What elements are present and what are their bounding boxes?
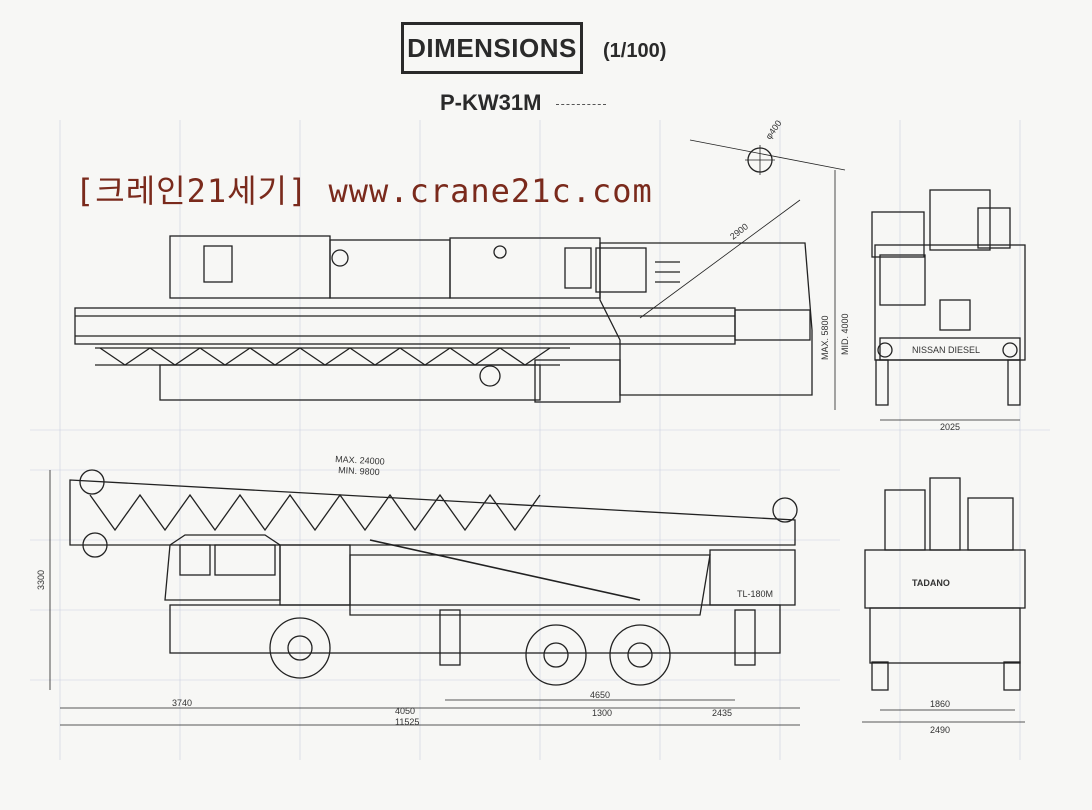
mid-height-label: MID. 4000 bbox=[840, 313, 850, 355]
page-title: DIMENSIONS bbox=[407, 32, 577, 63]
top-engine-deck bbox=[329, 239, 451, 299]
top-cab-window bbox=[203, 245, 233, 283]
side-front-wheel bbox=[269, 617, 331, 679]
front-headlight-left bbox=[877, 342, 893, 358]
top-carrier-deck bbox=[449, 237, 601, 299]
top-cab-outline bbox=[169, 235, 331, 299]
top-rear-body bbox=[534, 359, 621, 403]
front-track-label: 2025 bbox=[940, 422, 960, 432]
top-hatch-2 bbox=[595, 247, 647, 293]
front-wheel-left bbox=[875, 359, 889, 406]
side-outrigger-rear bbox=[734, 609, 756, 666]
side-jib-lattice bbox=[89, 493, 541, 532]
model-label: P-KW31M bbox=[440, 90, 542, 115]
front-mast bbox=[929, 189, 991, 251]
wheelbase-label: 4050 bbox=[395, 706, 415, 716]
boom-min-label: MIN. 9800 bbox=[338, 465, 380, 477]
watermark-text: [크레인21세기] www.crane21c.com bbox=[75, 172, 653, 210]
side-boom-pivot bbox=[772, 497, 798, 523]
side-view bbox=[49, 469, 800, 726]
scale-label: (1/100) bbox=[603, 40, 667, 62]
top-hatch bbox=[564, 247, 592, 289]
front-view bbox=[871, 189, 1026, 421]
front-overhang-label: 3740 bbox=[172, 698, 192, 708]
side-engine-housing bbox=[279, 544, 351, 606]
top-superstructure bbox=[599, 242, 813, 396]
front-grille-label: NISSAN DIESEL bbox=[912, 345, 980, 355]
side-rear-wheel-1 bbox=[525, 624, 587, 686]
front-wheel-right bbox=[1007, 359, 1021, 406]
background-grid bbox=[30, 120, 1050, 760]
overall-length-label: 11525 bbox=[395, 717, 419, 727]
front-cab-top bbox=[871, 211, 925, 258]
rear-wheel-left bbox=[871, 661, 889, 691]
tandem-span-label: 4650 bbox=[590, 690, 610, 700]
front-bumper bbox=[879, 337, 1021, 361]
tandem-spacing-label: 1300 bbox=[592, 708, 612, 718]
top-slewing-ring bbox=[479, 365, 501, 387]
rear-wheel-right bbox=[1003, 661, 1021, 691]
rear-track-label: 1860 bbox=[930, 699, 950, 709]
side-derricking-cylinder bbox=[369, 539, 641, 601]
side-cab-window-2 bbox=[214, 544, 276, 576]
side-rear-wheel-2 bbox=[609, 624, 671, 686]
rear-cabin bbox=[967, 497, 1014, 551]
overall-width-label: 2490 bbox=[930, 725, 950, 735]
front-headlight-right bbox=[1002, 342, 1018, 358]
top-swing-radius-line bbox=[639, 199, 801, 319]
title-box: DIMENSIONS bbox=[401, 22, 583, 74]
top-chassis bbox=[159, 364, 541, 401]
boom-plate-label: TL-180M bbox=[737, 589, 773, 599]
top-jib-lattice bbox=[99, 347, 551, 366]
front-body bbox=[874, 244, 1026, 361]
rear-overhang-label: 2435 bbox=[712, 708, 732, 718]
hook-diameter-label: φ400 bbox=[763, 118, 783, 141]
side-chassis bbox=[169, 604, 781, 654]
top-boom-base bbox=[734, 309, 811, 341]
side-superstructure bbox=[349, 554, 711, 616]
side-boom bbox=[69, 479, 796, 546]
top-view bbox=[74, 139, 846, 410]
front-cabin-right bbox=[977, 207, 1011, 249]
rear-chassis bbox=[869, 607, 1021, 664]
rear-boom-head bbox=[884, 489, 926, 551]
model-underline bbox=[556, 104, 606, 105]
side-cab-window bbox=[179, 544, 211, 576]
boom-max-label: MAX. 24000 bbox=[335, 454, 385, 467]
max-height-label: MAX. 5800 bbox=[820, 315, 830, 360]
top-boom bbox=[74, 307, 736, 345]
front-windshield bbox=[879, 254, 926, 306]
swing-radius-label: 2900 bbox=[728, 221, 750, 241]
side-boom-tip-sheave-2 bbox=[82, 532, 108, 558]
rear-view bbox=[862, 477, 1026, 723]
height-label: 3300 bbox=[36, 570, 46, 590]
rear-brand-label: TADANO bbox=[912, 578, 950, 588]
side-outrigger-front bbox=[439, 609, 461, 666]
side-boom-tip-sheave bbox=[79, 469, 105, 495]
